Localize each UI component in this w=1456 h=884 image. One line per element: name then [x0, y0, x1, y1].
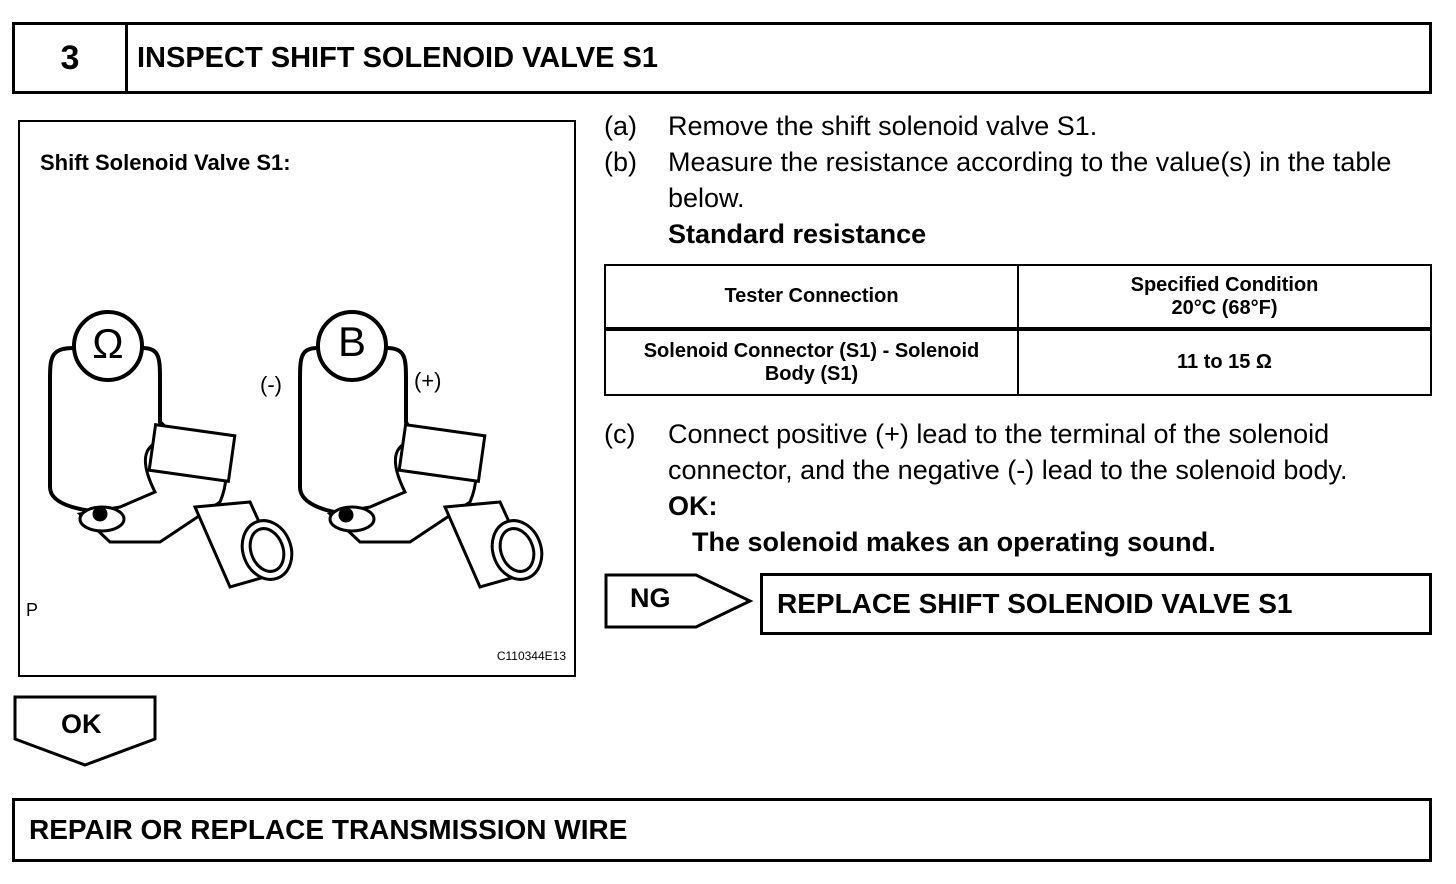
- step-label: (b): [604, 147, 637, 177]
- standard-heading: Standard resistance: [668, 219, 927, 249]
- step-c: (c) Connect positive (+) lead to the ter…: [604, 416, 1444, 560]
- step-text: Measure the resistance according to the …: [668, 147, 1392, 213]
- ohm-icon: Ω: [92, 320, 124, 367]
- ng-arrow-icon: [604, 573, 754, 629]
- ok-branch-tag: OK: [13, 695, 161, 774]
- minus-lead-label: (-): [260, 372, 282, 397]
- ok-action: REPAIR OR REPLACE TRANSMISSION WIRE: [29, 814, 628, 845]
- step-header: 3 INSPECT SHIFT SOLENOID VALVE S1: [12, 22, 1432, 94]
- ng-action-box: REPLACE SHIFT SOLENOID VALVE S1: [760, 573, 1432, 635]
- ng-action: REPLACE SHIFT SOLENOID VALVE S1: [777, 588, 1293, 619]
- table-row: Solenoid Connector (S1) - Solenoid Body …: [604, 328, 1432, 396]
- step-a: (a) Remove the shift solenoid valve S1.: [604, 108, 1444, 144]
- step-b: (b) Measure the resistance according to …: [604, 144, 1444, 216]
- corner-label: P: [26, 600, 39, 620]
- step-label: (c): [604, 419, 636, 449]
- plus-lead-label: (+): [414, 368, 442, 393]
- table-cell: 11 to 15 Ω: [1017, 328, 1432, 396]
- ok-arrow-icon: [13, 695, 157, 767]
- step-label: (a): [604, 111, 637, 141]
- table-header-row: Tester Connection Specified Condition 20…: [604, 264, 1432, 331]
- ok-criteria-label: OK:: [668, 491, 718, 521]
- procedure-steps: (a) Remove the shift solenoid valve S1. …: [604, 108, 1444, 252]
- figure-title: Shift Solenoid Valve S1:: [40, 150, 291, 175]
- ok-label: OK: [61, 709, 102, 739]
- ok-action-box: REPAIR OR REPLACE TRANSMISSION WIRE: [12, 798, 1432, 862]
- column-header-line: 20°C (68°F): [1171, 296, 1278, 319]
- figure-code: C110344E13: [496, 649, 566, 663]
- step-text: Remove the shift solenoid valve S1.: [668, 111, 1098, 141]
- column-header: Tester Connection: [604, 264, 1019, 331]
- column-header-line: Specified Condition: [1130, 273, 1319, 296]
- solenoid-figure: Shift Solenoid Valve S1:: [18, 120, 576, 677]
- table-cell: Solenoid Connector (S1) - Solenoid Body …: [604, 328, 1019, 396]
- column-header: Specified Condition 20°C (68°F): [1017, 264, 1432, 331]
- battery-icon: B: [337, 318, 366, 365]
- spec-table: Tester Connection Specified Condition 20…: [604, 264, 1432, 396]
- step-number: 3: [15, 25, 128, 91]
- step-title: INSPECT SHIFT SOLENOID VALVE S1: [137, 41, 658, 74]
- ng-label: NG: [630, 583, 671, 613]
- ok-criteria-detail: The solenoid makes an operating sound.: [692, 527, 1216, 557]
- ng-branch-tag: NG: [604, 573, 754, 636]
- solenoid-illustration: [48, 310, 544, 589]
- step-text: Connect positive (+) lead to the termina…: [668, 419, 1348, 485]
